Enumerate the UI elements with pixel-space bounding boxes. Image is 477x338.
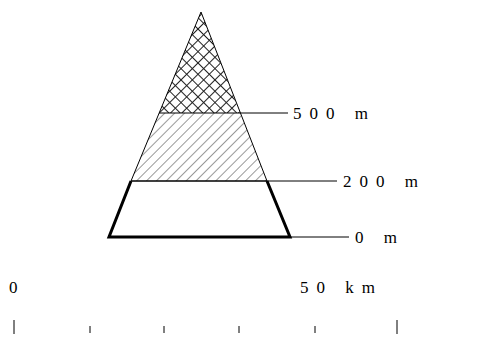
- scale-tick: [164, 326, 165, 333]
- scale-label: 50 km: [300, 279, 383, 296]
- scale-tick: [315, 326, 316, 333]
- upper-outline: [131, 12, 267, 181]
- leader-line: [240, 113, 288, 114]
- elevation-label: 500 m: [293, 105, 376, 122]
- scale-tick: [90, 326, 91, 333]
- elevation-label: 200 m: [343, 173, 426, 190]
- base-band: [109, 181, 290, 237]
- contour-line: [159, 113, 240, 114]
- middle-band: [131, 113, 267, 181]
- base-outline: [109, 181, 290, 237]
- leader-line: [267, 181, 337, 182]
- scale-label: 0: [9, 279, 26, 296]
- contour-line: [131, 180, 267, 182]
- scale-tick: [397, 320, 398, 334]
- elevation-label: 0 m: [355, 229, 405, 246]
- summit-band: [159, 12, 240, 113]
- scale-tick: [239, 326, 240, 333]
- scale-tick: [14, 320, 15, 334]
- leader-line: [290, 237, 349, 238]
